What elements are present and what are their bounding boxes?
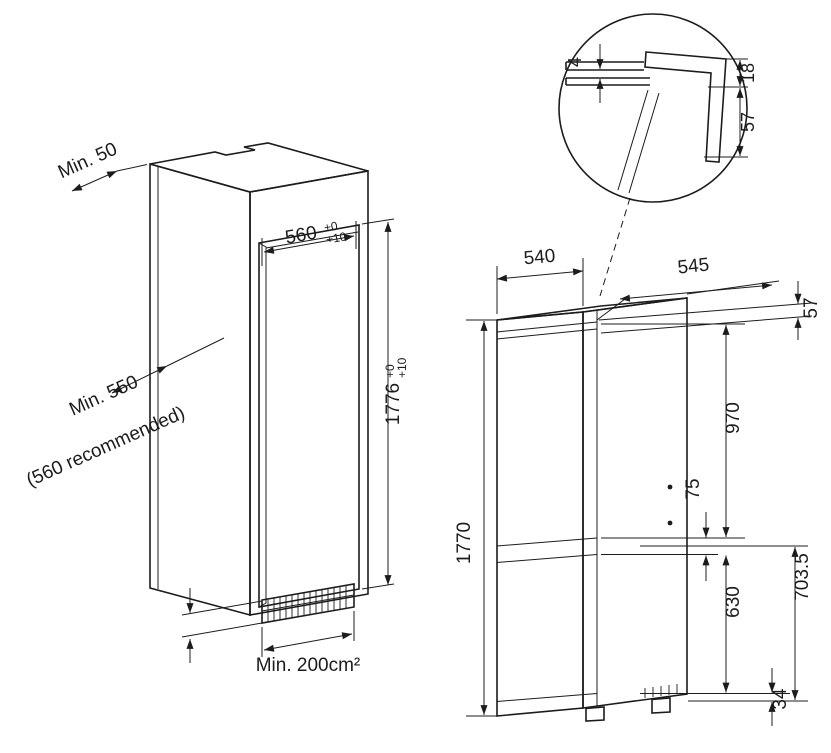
niche-height-tol-upper: +0	[383, 364, 397, 378]
appliance-depth-value: 545	[677, 254, 711, 278]
hinge-gap-value: 75	[683, 478, 704, 499]
niche-drawing: 560 +0 +10 1776 +0 +10 Min. 50 Min. 5	[23, 139, 409, 676]
niche-height-value: 1776	[383, 383, 404, 425]
appliance-feet	[585, 697, 671, 722]
dim-appliance-width: 540	[496, 246, 584, 314]
dim-total-height: 1770	[454, 319, 497, 717]
niche-width-value: 560	[284, 222, 319, 248]
dim-detail-overlap: 18	[708, 58, 758, 88]
niche-depth-note: (560 recommended)	[23, 403, 188, 492]
dim-top-edge: 57	[598, 281, 822, 340]
detail-gap-value: 4	[565, 57, 585, 67]
hinge-pin-lower	[667, 520, 673, 526]
niche-height-tol-lower: +10	[395, 357, 409, 378]
vent-grille	[261, 583, 355, 624]
top-edge-value: 57	[801, 297, 822, 318]
detail-overlap-value: 18	[738, 63, 758, 83]
dim-niche-height: 1776 +0 +10	[361, 218, 409, 590]
dim-detail-edge: 57	[704, 88, 758, 158]
dim-lower-section: 703.5	[791, 547, 813, 700]
detail-leader-line	[599, 197, 631, 297]
dim-top-clearance: Min. 50	[55, 139, 148, 192]
upper-door-value: 970	[723, 402, 744, 434]
appliance-width-value: 540	[523, 246, 556, 270]
dim-detail-gap: 4	[565, 44, 604, 103]
dim-niche-width: 560 +0 +10	[261, 219, 357, 266]
detail-view: 4 18 57	[558, 13, 758, 297]
dim-upper-door: 970	[722, 325, 744, 537]
niche-depth-value: Min. 550	[66, 372, 141, 421]
niche-width-tol-upper: +0	[323, 219, 339, 235]
top-clearance-value: Min. 50	[55, 139, 120, 184]
dim-plinth-arrows	[181, 588, 263, 663]
niche-width-tol-lower: +10	[325, 229, 348, 246]
detail-edge-value: 57	[738, 112, 758, 132]
appliance-drawing: 540 545 57 970 75	[454, 246, 822, 726]
dim-hinge-gap: 75	[683, 478, 710, 581]
dim-appliance-depth: 545	[596, 254, 780, 321]
lower-door-value: 630	[723, 586, 744, 618]
plinth-value: 34	[770, 688, 791, 710]
ventilation-value: Min. 200cm²	[256, 655, 361, 676]
dim-niche-depth: Min. 550 (560 recommended)	[23, 337, 225, 492]
dim-ventilation: Min. 200cm²	[256, 611, 361, 676]
dim-lower-door: 630	[722, 555, 744, 693]
dim-plinth: 34	[768, 668, 791, 726]
lower-section-value: 703.5	[792, 553, 813, 601]
detail-circle	[558, 13, 748, 203]
hinge-pin-upper	[667, 484, 673, 490]
total-height-value: 1770	[454, 522, 475, 564]
